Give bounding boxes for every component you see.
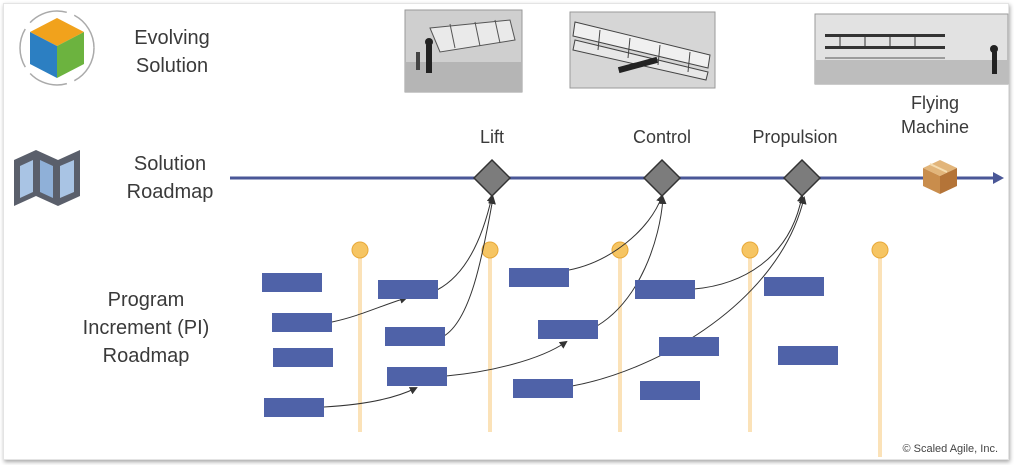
package-icon bbox=[923, 160, 957, 194]
milestone-propulsion: Propulsion bbox=[752, 127, 838, 147]
milestone-diamonds bbox=[472, 158, 822, 198]
roadmap-arrowhead bbox=[993, 172, 1004, 184]
solution-roadmap-label: Solution Roadmap bbox=[126, 153, 214, 203]
safe-cube-icon bbox=[19, 10, 95, 86]
milestone-control: Control bbox=[632, 127, 692, 147]
dependency-arrows bbox=[323, 194, 807, 408]
pi-boundaries bbox=[351, 241, 889, 457]
milestone-flying-machine: Flying Machine bbox=[900, 93, 970, 137]
pi-roadmap-label: Program Increment (PI) Roadmap bbox=[82, 289, 210, 367]
feature-bars bbox=[262, 268, 838, 417]
photo-glider-1 bbox=[404, 9, 523, 93]
copyright-text: © Scaled Agile, Inc. bbox=[902, 443, 998, 455]
photo-glider-2 bbox=[569, 11, 716, 89]
milestone-lift: Lift bbox=[479, 127, 504, 147]
map-icon bbox=[14, 150, 80, 206]
evolving-solution-label: Evolving Solution bbox=[134, 27, 210, 77]
photo-flyer bbox=[814, 13, 1009, 85]
